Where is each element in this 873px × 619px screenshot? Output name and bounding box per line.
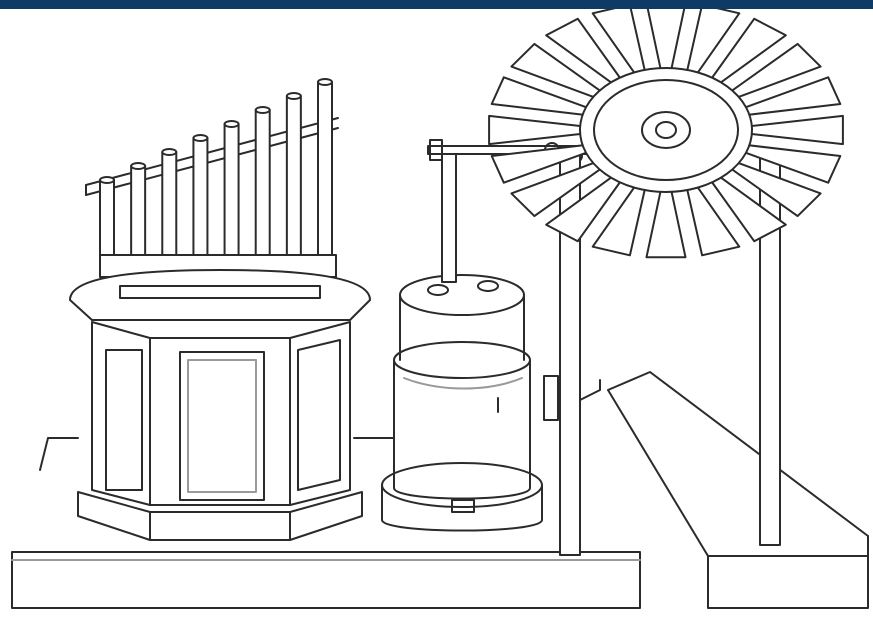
wheel-blade <box>646 9 686 76</box>
wheel-blade <box>742 114 844 146</box>
organ-pipe <box>317 81 333 256</box>
organ-pipe <box>192 137 209 256</box>
wheel-blade <box>488 114 590 146</box>
organ-pipe <box>130 165 147 256</box>
organ-pipe <box>99 179 115 256</box>
organ-pipe-top <box>223 120 240 128</box>
organ-pipes <box>99 78 333 256</box>
organ-pipe-top <box>130 162 147 170</box>
top-accent-bar <box>0 0 873 9</box>
organ-pipe-top <box>285 92 302 100</box>
left-base-platform <box>11 551 641 609</box>
wind-wheel <box>488 9 844 259</box>
organ-pipe <box>161 151 178 256</box>
organ-pipe <box>285 95 302 256</box>
organ-pipe-top <box>254 106 271 114</box>
right-base-platform <box>607 371 869 609</box>
organ-pipe-top <box>161 148 178 156</box>
organ-pipe-top <box>99 176 115 184</box>
wheel-blade <box>645 184 687 259</box>
pedestal <box>39 321 363 541</box>
organ-pipe <box>223 123 240 256</box>
wind-chest <box>69 254 371 321</box>
organ-pipe-top <box>192 134 209 142</box>
line-drawing <box>11 9 869 609</box>
organ-pipe-top <box>317 78 333 86</box>
organ-pipe <box>254 109 271 256</box>
cistern <box>353 274 543 532</box>
